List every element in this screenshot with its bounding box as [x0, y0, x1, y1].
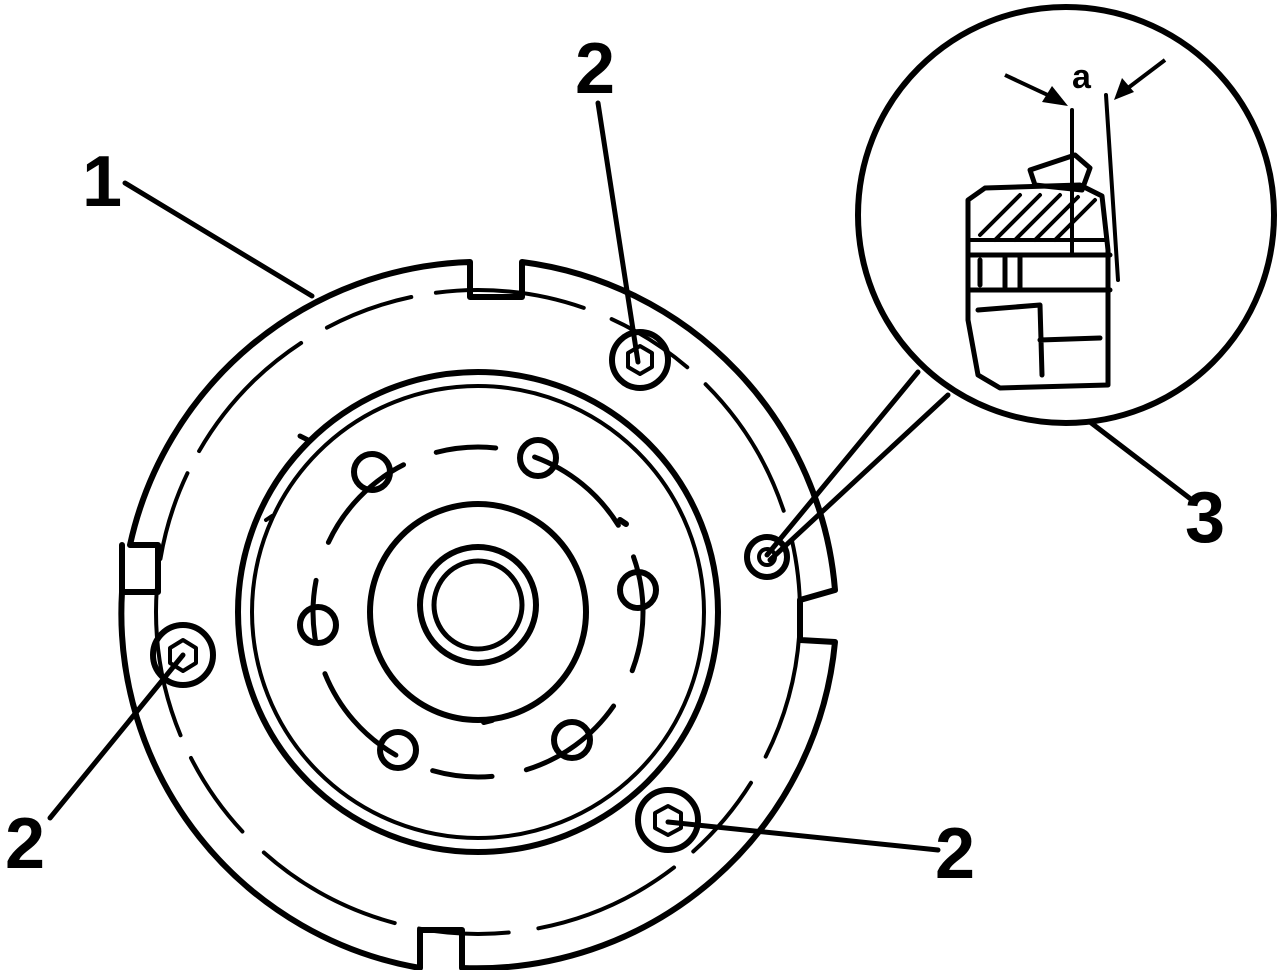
leader-bolt-left	[47, 652, 186, 821]
bolt-bottom	[635, 787, 701, 853]
leader-bolt-top	[595, 100, 641, 365]
hub-hole	[297, 604, 339, 646]
hub-hole	[377, 729, 419, 771]
detail-pointer-lower	[767, 392, 951, 563]
bolt-head-section	[975, 302, 1103, 378]
hub-hole	[551, 719, 593, 761]
gap-arrows	[1004, 58, 1167, 106]
rim-groove	[154, 288, 802, 936]
bore-outer	[417, 544, 539, 666]
leader-bolt-bottom	[665, 819, 941, 853]
detail-view	[855, 4, 1277, 426]
hub-outer-ring	[235, 369, 721, 855]
hub-hole	[617, 569, 659, 611]
outer-rim-with-notches	[118, 259, 838, 970]
hub-second-ring	[250, 384, 706, 840]
gap-label: a	[1072, 58, 1092, 96]
detail-circle	[855, 4, 1277, 426]
callout-bolt-left: 2	[5, 804, 45, 884]
bolt-left	[150, 622, 216, 688]
arrow-head-left	[1042, 86, 1068, 106]
hub-hole	[517, 437, 559, 479]
callout-bolt-bottom: 2	[935, 814, 975, 894]
leader-lines	[47, 100, 1195, 853]
arrow-head-right	[1114, 78, 1134, 100]
clip	[1027, 152, 1093, 193]
leader-detail	[1087, 419, 1195, 503]
bore-inner	[431, 558, 525, 652]
bolt-section	[965, 252, 1113, 293]
section-hatching	[966, 193, 1108, 242]
callout-part1: 1	[82, 142, 122, 222]
callout-bolt-top: 2	[575, 29, 615, 109]
bolt-circle-dashed	[310, 444, 646, 780]
bolt-top	[609, 329, 671, 391]
gap-line-right	[1104, 93, 1120, 282]
boss-ring	[367, 501, 589, 723]
detail-pointer-upper	[764, 369, 921, 558]
pulley-plate	[118, 259, 838, 970]
section-outline	[965, 182, 1111, 391]
leader-part1	[122, 180, 315, 299]
hub-hole	[351, 451, 393, 493]
callout-detail: 3	[1185, 478, 1225, 558]
